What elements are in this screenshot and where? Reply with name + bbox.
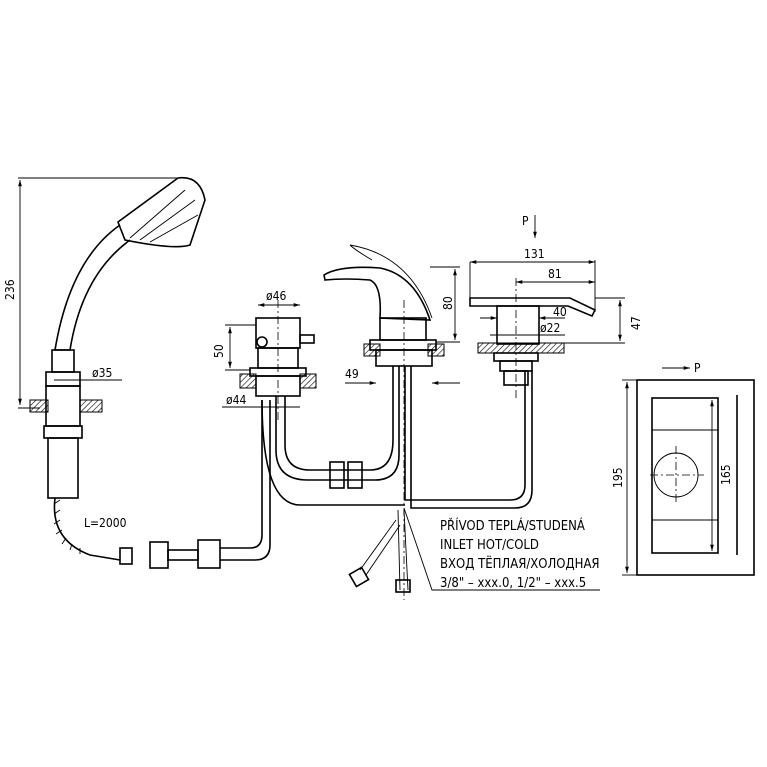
inlet-note-line1: PŘÍVOD TEPLÁ/STUDENÁ <box>440 518 585 534</box>
diverter-height-dim: 50 <box>212 344 226 358</box>
inlet-note-line3: ВХОД ТЁПЛАЯ/ХОЛОДНАЯ <box>440 556 600 572</box>
spout-height-dim: 47 <box>629 316 643 330</box>
spout-top-view: P 195 165 <box>611 361 755 576</box>
hand-shower: 236 ø35 L=2000 <box>3 176 271 569</box>
handshower-diameter-dim: ø35 <box>92 366 112 380</box>
hose-length-label: L=2000 <box>84 516 127 530</box>
mixer: 80 49 <box>261 244 533 600</box>
spout-dim-40: 40 <box>553 305 567 319</box>
mixer-base-dim: 49 <box>345 367 359 381</box>
spout-diameter-dim: ø22 <box>540 321 560 335</box>
diverter: ø46 50 ø44 <box>212 289 317 420</box>
inlet-note-line2: INLET HOT/COLD <box>440 538 539 553</box>
diverter-diameter-top: ø46 <box>266 289 286 303</box>
top-view-inner-dim: 165 <box>719 464 733 485</box>
spout: P 131 81 40 ø22 47 <box>469 214 643 400</box>
diverter-diameter-base: ø44 <box>226 393 246 407</box>
inlet-note: PŘÍVOD TEPLÁ/STUDENÁ INLET HOT/COLD ВХОД… <box>403 507 600 591</box>
spout-flow-label: P <box>522 214 529 228</box>
handshower-height-dim: 236 <box>3 279 17 300</box>
spout-length-partial: 81 <box>548 267 562 281</box>
mixer-height-dim: 80 <box>441 296 455 310</box>
spout-length-total: 131 <box>524 247 545 261</box>
inlet-note-line4: 3/8" – xxx.0, 1/2" – xxx.5 <box>440 576 586 591</box>
top-view-outer-dim: 195 <box>611 467 625 488</box>
top-view-flow-label: P <box>694 361 701 375</box>
